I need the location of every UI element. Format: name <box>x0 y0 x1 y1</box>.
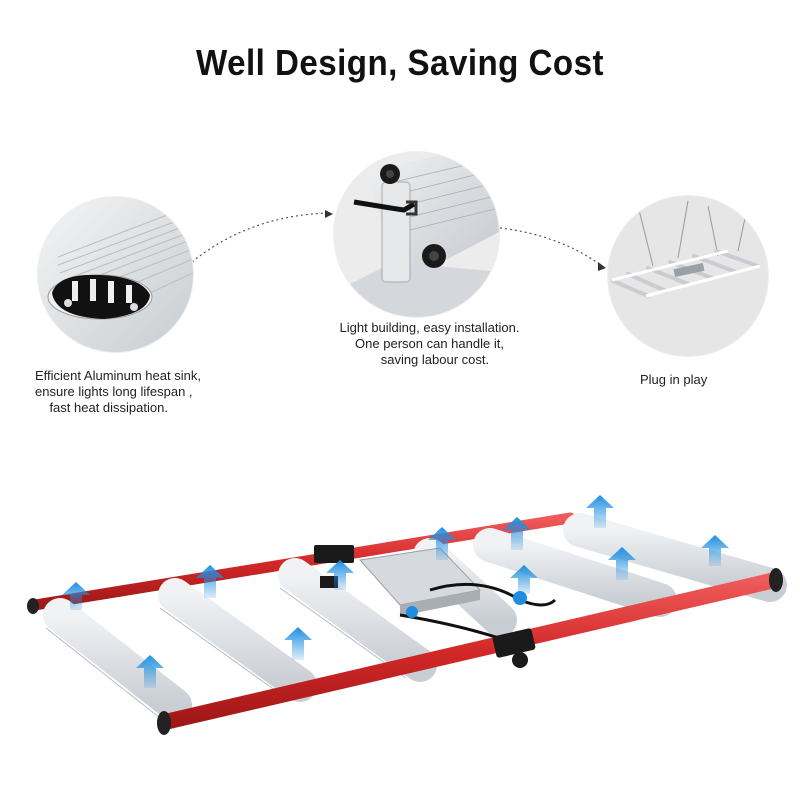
installation-caption: Light building, easy installation. One p… <box>339 320 520 367</box>
bracket-circle <box>334 152 499 317</box>
grow-light-fixture <box>27 495 787 735</box>
hanging-fixture-icon <box>608 196 768 356</box>
fixture-circle <box>608 196 768 356</box>
page-title: Well Design, Saving Cost <box>196 42 604 83</box>
heat-sink-caption: Efficient Aluminum heat sink, ensure lig… <box>35 368 201 415</box>
airflow-arrow-icon <box>62 495 729 688</box>
knob-bracket-icon <box>334 152 499 317</box>
plug-in-caption: Plug in play <box>640 372 708 387</box>
heat-sink-circle <box>38 197 193 352</box>
heat-sink-profile-icon <box>38 197 193 352</box>
